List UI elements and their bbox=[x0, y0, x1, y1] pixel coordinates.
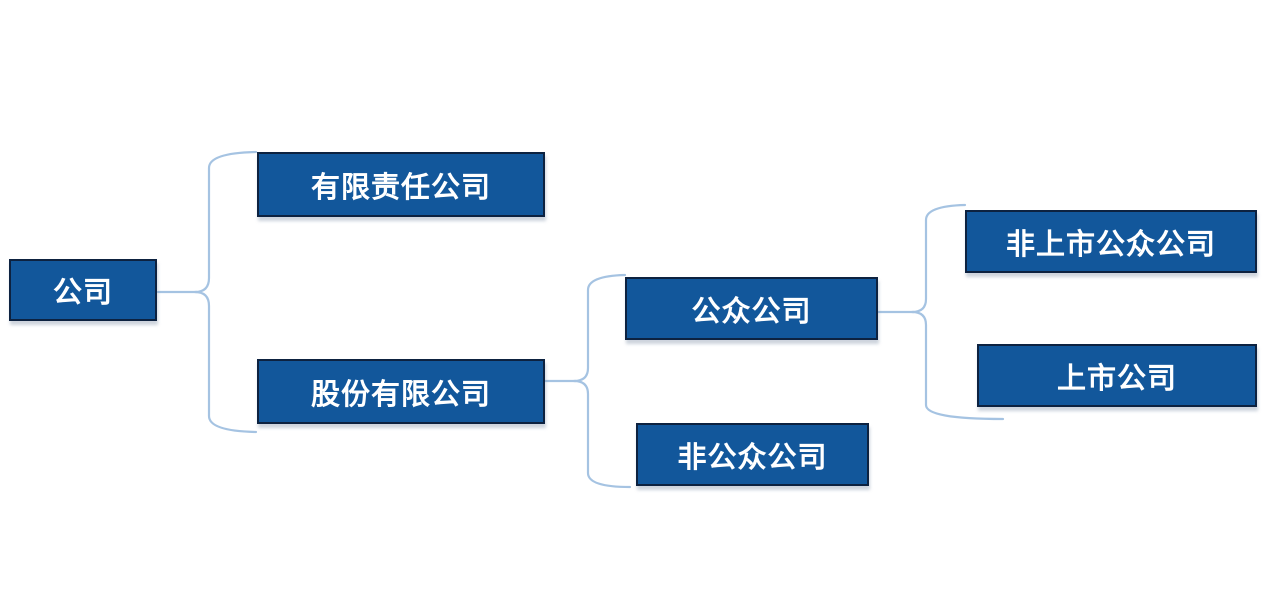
node-unlisted-public-company[interactable]: 非上市公众公司 bbox=[965, 210, 1257, 273]
node-joint-stock-company-label: 股份有限公司 bbox=[310, 378, 491, 411]
brace-connector-company-children bbox=[193, 150, 258, 434]
node-public-company[interactable]: 公众公司 bbox=[625, 277, 878, 340]
brace-connector-joint-stock-children bbox=[572, 273, 632, 489]
node-limited-liability-company-label: 有限责任公司 bbox=[310, 171, 491, 204]
node-joint-stock-company[interactable]: 股份有限公司 bbox=[257, 359, 545, 424]
brace-connector-public-children bbox=[910, 203, 1005, 421]
node-company-label: 公司 bbox=[52, 277, 113, 309]
node-listed-company[interactable]: 上市公司 bbox=[977, 344, 1257, 407]
node-non-public-company-label: 非公众公司 bbox=[677, 441, 828, 474]
node-public-company-label: 公众公司 bbox=[691, 295, 812, 328]
node-listed-company-label: 上市公司 bbox=[1056, 362, 1177, 395]
node-non-public-company[interactable]: 非公众公司 bbox=[636, 423, 869, 486]
node-unlisted-public-company-label: 非上市公众公司 bbox=[1005, 228, 1216, 261]
node-limited-liability-company[interactable]: 有限责任公司 bbox=[257, 152, 545, 217]
node-company[interactable]: 公司 bbox=[9, 259, 157, 321]
